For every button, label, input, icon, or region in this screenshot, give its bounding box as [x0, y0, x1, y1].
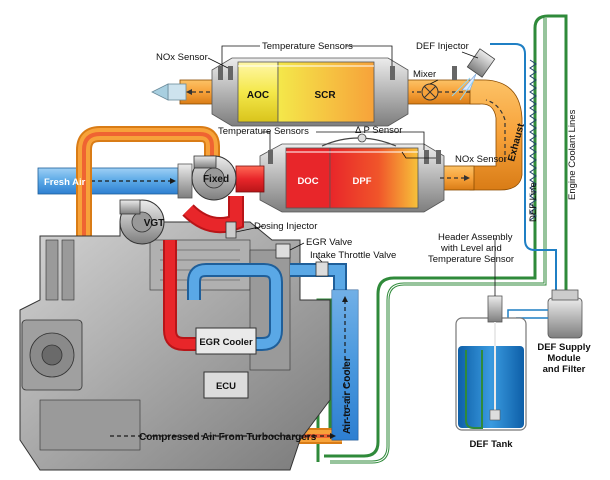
- compressed-air-flow-arrow: [110, 300, 346, 437]
- dpf-label: DPF: [353, 176, 372, 187]
- def-supply-label-line3: and Filter: [543, 364, 586, 375]
- nox-sensor-icon: [228, 66, 233, 80]
- flow-arrowhead: [330, 433, 336, 439]
- dosing-injector-icon: [225, 221, 237, 239]
- engine-coolant-lines-label: Engine Coolant Lines: [567, 109, 578, 200]
- doc-dpf-canister: [235, 143, 475, 213]
- nox-sensor-icon: [436, 150, 441, 164]
- intake-throttle-valve-label: Intake Throttle Valve: [310, 250, 396, 261]
- tailpipe: [151, 83, 187, 101]
- fixed-turbocharger: [191, 155, 237, 201]
- air-to-air-cooler-label: Air-to-air Cooler: [342, 357, 353, 434]
- aoc-label: AOC: [247, 90, 269, 101]
- egr-valve-icon: [275, 243, 291, 259]
- def-injector-label: DEF Injector: [416, 41, 469, 52]
- def-line-label: DEF Line: [528, 182, 539, 222]
- scr-label: SCR: [314, 90, 336, 101]
- delta-p-sensor-label: Δ P Sensor: [355, 125, 402, 136]
- intake-throttle-valve-icon: [315, 261, 329, 277]
- fresh-air-label: Fresh Air: [44, 177, 86, 188]
- egr-cooler: [195, 327, 257, 355]
- def-line: [490, 43, 557, 298]
- compressed-air-label: Compressed Air From Turbochargers: [139, 432, 317, 443]
- delta-p-sensor-icon: [357, 133, 367, 143]
- fixed-label: Fixed: [203, 174, 229, 185]
- vgt-turbocharger: [119, 199, 165, 245]
- egr-cooler-label: EGR Cooler: [199, 337, 253, 348]
- flow-arrowhead: [186, 89, 192, 95]
- flow-arrowhead: [170, 178, 176, 184]
- header-assembly-label-line2: with Level and: [440, 243, 502, 254]
- header-assembly-label-line1: Header Assembly: [438, 232, 513, 243]
- temperature-sensor-icon: [268, 150, 429, 164]
- exhaust-flow-arrows-mid: [440, 99, 506, 179]
- def-injector: [461, 48, 496, 91]
- temperature-sensors-top-label: Temperature Sensors: [262, 41, 353, 52]
- def-supply-label-line1: DEF Supply: [537, 342, 591, 353]
- temperature-sensors-mid-label: Temperature Sensors: [218, 126, 309, 137]
- def-supply-label-line2: Module: [547, 353, 580, 364]
- def-tank-label: DEF Tank: [469, 439, 513, 450]
- aoc-scr-canister: [211, 57, 409, 127]
- mixer-label: Mixer: [413, 69, 436, 80]
- doc-label: DOC: [297, 176, 318, 187]
- flow-arrowhead: [342, 296, 348, 302]
- mixer: [421, 83, 439, 101]
- flow-arrowhead: [464, 175, 470, 181]
- header-assembly-label-line3: Temperature Sensor: [428, 254, 514, 265]
- vgt-label: VGT: [144, 218, 165, 229]
- egr-valve-label: EGR Valve: [306, 237, 352, 248]
- egr-cooled-pipe: [187, 263, 347, 351]
- nox-sensor-top-label: NOx Sensor: [156, 52, 208, 63]
- def-tank: [455, 295, 527, 431]
- nox-sensor-mid-label: NOx Sensor: [455, 154, 507, 165]
- leader-lines: [207, 45, 496, 296]
- ecu-label: ECU: [216, 381, 236, 392]
- def-supply-module: [547, 289, 583, 339]
- ecu: [203, 371, 249, 399]
- dosing-injector-label: Dosing Injector: [254, 221, 317, 232]
- def-injector-spray: [451, 77, 475, 101]
- temperature-sensor-icon: [218, 66, 457, 80]
